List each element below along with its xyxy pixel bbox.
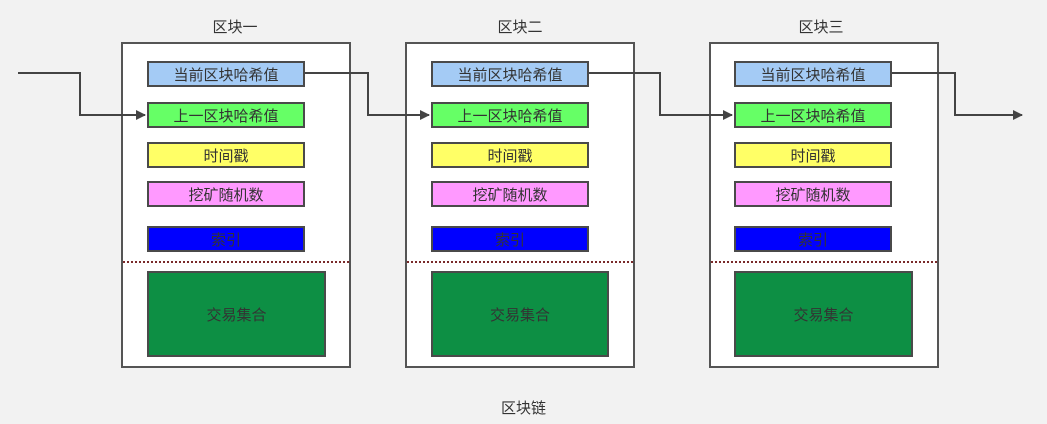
block-3-prev-hash: 上一区块哈希值 (734, 102, 892, 128)
block-title-2: 区块二 (497, 18, 543, 36)
block-3-index: 索引 (734, 226, 892, 252)
block-2-current-hash: 当前区块哈希值 (431, 61, 589, 87)
block-3-divider (711, 261, 937, 263)
block-2-divider (407, 261, 633, 263)
block-1-divider (123, 261, 349, 263)
block-2-nonce: 挖矿随机数 (431, 181, 589, 207)
link-arrow-2-to-3 (589, 72, 733, 120)
outgoing-link-arrow (892, 72, 1023, 120)
block-3-transactions: 交易集合 (734, 271, 913, 357)
block-3-current-hash: 当前区块哈希值 (734, 61, 892, 87)
block-2-prev-hash: 上一区块哈希值 (431, 102, 589, 128)
block-title-1: 区块一 (212, 18, 258, 36)
incoming-link-arrow (18, 72, 146, 120)
block-1-nonce: 挖矿随机数 (147, 181, 305, 207)
diagram-caption: 区块链 (500, 399, 546, 417)
block-1-index: 索引 (147, 226, 305, 252)
block-3-timestamp: 时间戳 (734, 142, 892, 168)
block-2-transactions: 交易集合 (431, 271, 609, 357)
block-2-timestamp: 时间戳 (431, 142, 589, 168)
block-1-current-hash: 当前区块哈希值 (147, 61, 305, 87)
block-1-prev-hash: 上一区块哈希值 (147, 102, 305, 128)
block-3-nonce: 挖矿随机数 (734, 181, 892, 207)
link-arrow-1-to-2 (305, 72, 430, 120)
block-title-3: 区块三 (798, 18, 844, 36)
block-1-transactions: 交易集合 (147, 271, 326, 357)
block-1-timestamp: 时间戳 (147, 142, 305, 168)
block-2-index: 索引 (431, 226, 589, 252)
